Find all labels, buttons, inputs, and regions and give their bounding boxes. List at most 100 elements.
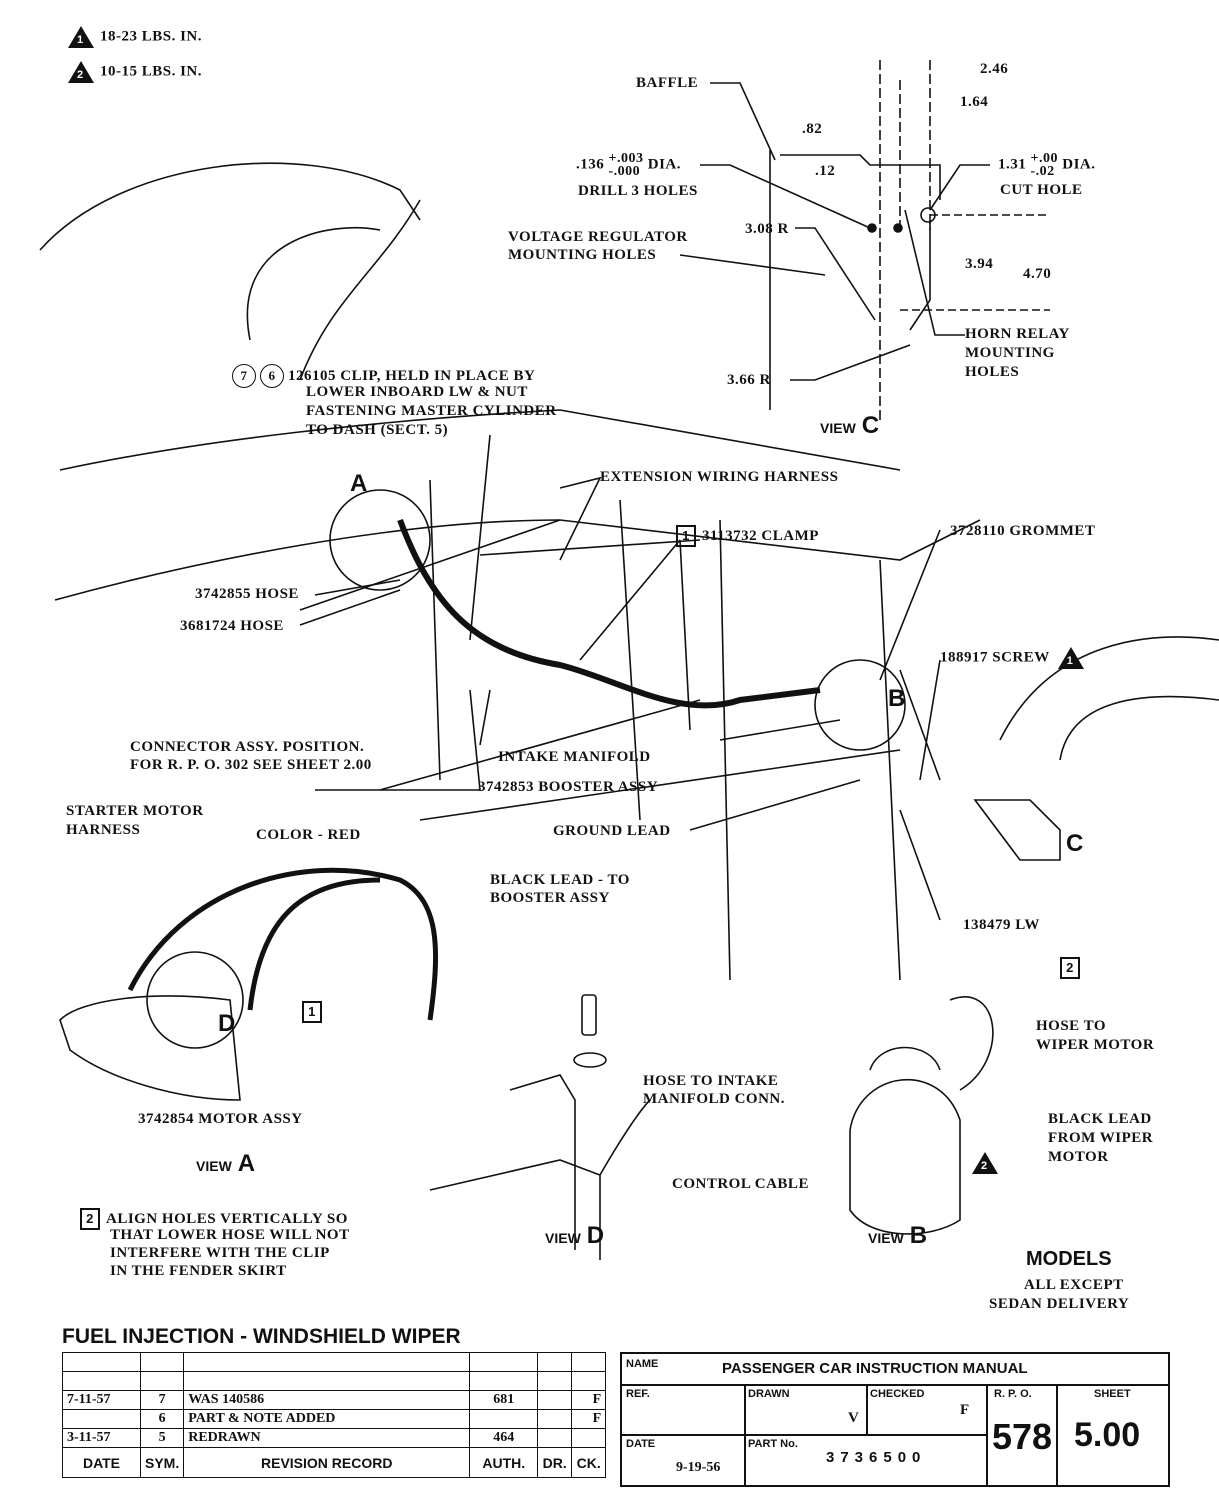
revision-auth: 681 <box>469 1390 539 1410</box>
hose-3742855-label: 3742855 HOSE <box>195 586 299 602</box>
dim-2-46: 2.46 <box>980 61 1009 77</box>
models-title: MODELS <box>1026 1248 1112 1270</box>
revision-auth <box>469 1371 539 1391</box>
rpo-label: R. P. O. <box>994 1388 1032 1400</box>
black-lead-2: BOOSTER ASSY <box>490 890 610 906</box>
manual-name: PASSENGER CAR INSTRUCTION MANUAL <box>722 1360 1028 1377</box>
revision-record: PART & NOTE ADDED <box>183 1409 471 1429</box>
leader-lines <box>299 434 941 921</box>
revision-date <box>62 1409 141 1429</box>
detail-b-letter: B <box>888 685 906 712</box>
detail-d-letter: D <box>218 1010 236 1037</box>
hose-wiper-1: HOSE TO <box>1036 1018 1107 1034</box>
detail-a-circle <box>329 489 431 591</box>
revision-dr <box>537 1352 573 1372</box>
sheet-value: 5.00 <box>1074 1416 1141 1454</box>
intake-manifold-label: INTAKE MANIFOLD <box>498 749 651 765</box>
revision-dr <box>537 1371 573 1391</box>
torque-note-text: 18-23 LBS. IN. <box>100 28 203 45</box>
revision-sym: 5 <box>139 1428 185 1448</box>
clip-callout-4: TO DASH (SECT. 5) <box>306 422 449 438</box>
r-3-08: 3.08 R <box>745 221 789 237</box>
revision-header-row: DATE SYM. REVISION RECORD AUTH. DR. CK. <box>62 1447 607 1478</box>
revision-auth <box>469 1409 539 1429</box>
fender-outline <box>999 636 1219 761</box>
connector-label-1: CONNECTOR ASSY. POSITION. <box>130 739 365 755</box>
control-cable-label: CONTROL CABLE <box>672 1176 809 1192</box>
ref-label: REF. <box>626 1388 650 1400</box>
revision-dr <box>537 1390 573 1410</box>
hose-intake-2: MANIFOLD CONN. <box>643 1091 785 1107</box>
black-lead-wiper-1: BLACK LEAD <box>1048 1111 1152 1127</box>
revision-row <box>62 1352 607 1372</box>
ext-harness-label: EXTENSION WIRING HARNESS <box>600 469 839 485</box>
drawn-value: V <box>848 1410 859 1426</box>
revision-date: 7-11-57 <box>62 1390 141 1410</box>
revision-record: REDRAWN <box>183 1428 471 1448</box>
title-block-info: NAME PASSENGER CAR INSTRUCTION MANUAL RE… <box>620 1352 1170 1487</box>
clip-callout-2: LOWER INBOARD LW & NUT <box>306 384 528 400</box>
hose-intake-1: HOSE TO INTAKE <box>643 1073 779 1089</box>
revision-ck: F <box>571 1409 607 1429</box>
revision-date <box>62 1352 141 1372</box>
detail-c-letter: C <box>1066 830 1084 857</box>
detail-b-circle <box>814 659 906 751</box>
divider <box>986 1384 988 1485</box>
part-label: PART No. <box>748 1438 798 1450</box>
car-body-outline <box>39 162 981 601</box>
revision-ck <box>571 1371 607 1391</box>
divider <box>744 1384 746 1485</box>
black-lead-wiper-2: FROM WIPER <box>1048 1130 1154 1146</box>
drill-holes-note: DRILL 3 HOLES <box>578 183 698 199</box>
header-auth: AUTH. <box>469 1447 539 1478</box>
view-a-ref-1: 1 <box>302 1001 328 1023</box>
name-label: NAME <box>626 1358 659 1370</box>
hose-wiper-2: WIPER MOTOR <box>1036 1037 1155 1053</box>
revision-row <box>62 1371 607 1391</box>
cut-hole-note: CUT HOLE <box>1000 182 1083 198</box>
starter-harness-1: STARTER MOTOR <box>66 803 204 819</box>
horn-relay-3: HOLES <box>965 364 1020 380</box>
horn-relay-1: HORN RELAY <box>965 326 1070 342</box>
revision-auth <box>469 1352 539 1372</box>
detail-d-circle <box>146 951 244 1049</box>
view-c-arrow <box>973 799 1061 861</box>
dim-12: .12 <box>815 163 836 179</box>
revision-auth: 464 <box>469 1428 539 1448</box>
header-dr: DR. <box>537 1447 573 1478</box>
revision-ck <box>571 1428 607 1448</box>
drawn-label: DRAWN <box>748 1388 790 1400</box>
view-a-motor <box>59 995 241 1101</box>
clip-callout-3: FASTENING MASTER CYLINDER <box>306 403 557 419</box>
motor-assy-label: 3742854 MOTOR ASSY <box>138 1111 303 1127</box>
checked-label: CHECKED <box>870 1388 925 1400</box>
lw-label: 138479 LW <box>963 917 1040 933</box>
drill-hole <box>867 223 877 233</box>
header-sym: SYM. <box>139 1447 185 1478</box>
note-2-line: THAT LOWER HOSE WILL NOT <box>110 1227 350 1243</box>
screw-label: 188917 SCREW 1 <box>940 647 1090 669</box>
r-3-66: 3.66 R <box>727 372 771 388</box>
ground-lead-label: GROUND LEAD <box>553 823 671 839</box>
note-2-line: INTERFERE WITH THE CLIP <box>110 1245 330 1261</box>
revision-date <box>62 1371 141 1391</box>
drill-dia-label: .136 +.003-.000 DIA. <box>576 151 681 179</box>
revision-sym <box>139 1352 185 1372</box>
view-b-torque-ref: 2 <box>972 1152 1004 1174</box>
vr-holes-label-2: MOUNTING HOLES <box>508 247 657 263</box>
date-label: DATE <box>626 1438 656 1450</box>
dim-1-64: 1.64 <box>960 94 989 110</box>
cut-hole <box>920 207 936 223</box>
checked-value: F <box>960 1402 970 1418</box>
divider <box>1056 1384 1058 1485</box>
dim-4-70: 4.70 <box>1023 266 1052 282</box>
black-lead-wiper-3: MOTOR <box>1048 1149 1109 1165</box>
view-b-ref-2: 2 <box>1060 957 1086 979</box>
